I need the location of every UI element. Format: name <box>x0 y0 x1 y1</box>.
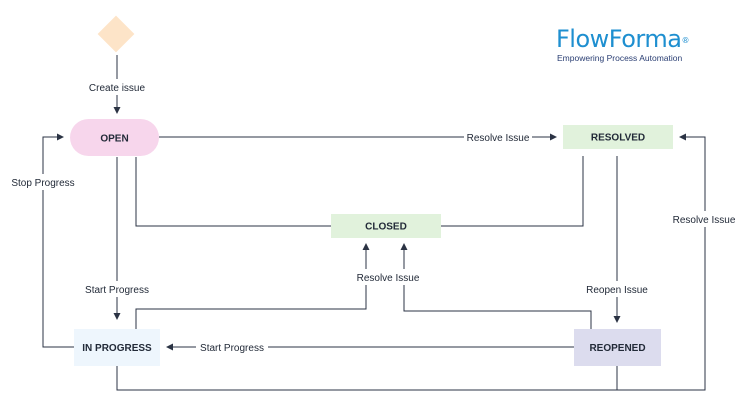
state-resolved-label: RESOLVED <box>591 133 645 144</box>
edge-stop-progress <box>42 133 74 348</box>
edge-resolve-issue-right <box>116 133 706 391</box>
label-resolve-issue-right: Resolve Issue <box>673 215 736 226</box>
state-resolved: RESOLVED <box>563 125 673 149</box>
label-resolve-issue-center: Resolve Issue <box>357 273 420 284</box>
state-reopened-label: REOPENED <box>589 343 645 354</box>
state-open-label: OPEN <box>100 134 128 145</box>
state-in-progress: IN PROGRESS <box>74 329 160 366</box>
state-open: OPEN <box>70 119 159 156</box>
start-node <box>97 15 135 53</box>
edge-open-to-closed <box>135 157 331 227</box>
state-closed-label: CLOSED <box>365 222 407 233</box>
state-in-progress-label: IN PROGRESS <box>82 343 152 354</box>
edge-reopened-to-closed <box>400 243 592 329</box>
label-resolve-issue-top: Resolve Issue <box>467 133 530 144</box>
state-open-shape <box>70 119 159 156</box>
state-closed-shape <box>331 214 441 238</box>
label-stop-progress: Stop Progress <box>11 178 74 189</box>
state-closed: CLOSED <box>331 214 441 238</box>
edge-resolved-to-closed <box>441 156 584 227</box>
edge-inprogress-to-closed <box>135 243 370 329</box>
label-reopen-issue: Reopen Issue <box>586 285 648 296</box>
label-start-progress-left: Start Progress <box>200 343 264 354</box>
state-reopened: REOPENED <box>574 329 661 366</box>
label-create-issue: Create issue <box>89 83 146 94</box>
flowforma-logo: FlowForma® Empowering Process Automation <box>556 26 706 66</box>
state-resolved-shape <box>563 125 673 149</box>
logo-name: FlowForma <box>556 25 682 53</box>
state-in-progress-shape <box>74 329 160 366</box>
logo-tagline: Empowering Process Automation <box>557 53 683 63</box>
registered-mark: ® <box>681 36 689 45</box>
state-reopened-shape <box>574 329 661 366</box>
label-start-progress-down: Start Progress <box>85 285 149 296</box>
logo-wordmark: FlowForma® <box>556 26 706 52</box>
